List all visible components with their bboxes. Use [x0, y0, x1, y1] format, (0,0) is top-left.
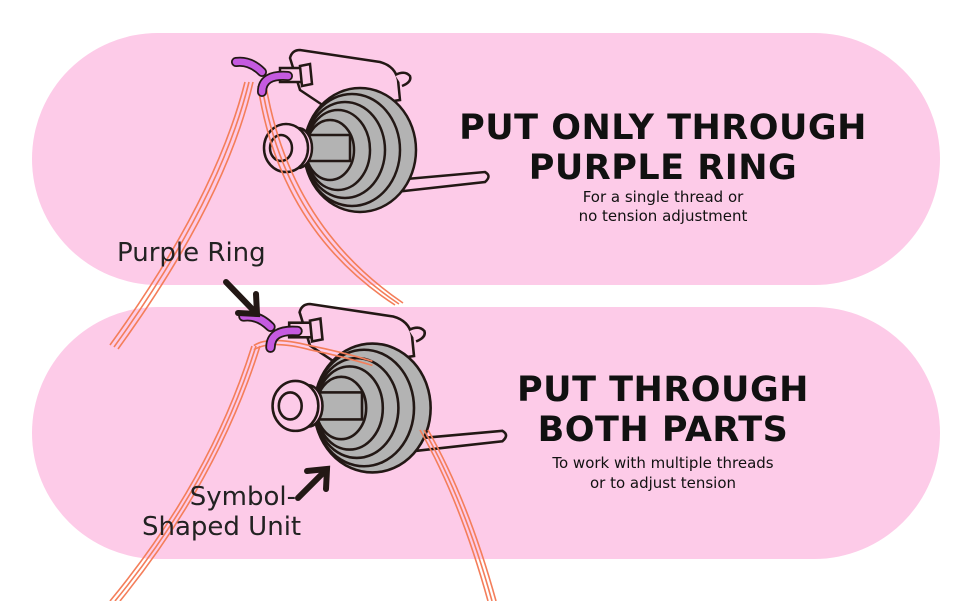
arrow-to-purple-ring: [223, 279, 261, 318]
unit-label-line2: Shaped Unit: [142, 512, 302, 542]
bottom-heading-line2: BOTH PARTS: [537, 410, 789, 450]
purple-ring-bottom: [243, 316, 297, 347]
tension-unit-top: [109, 48, 490, 350]
bottom-sub-line2: or to adjust tension: [589, 474, 737, 492]
panel-top: [32, 33, 940, 285]
thread-bottom: [109, 345, 497, 601]
bottom-heading-line1: PUT THROUGH: [517, 370, 809, 410]
thread-top: [109, 81, 404, 350]
top-sub-line1: For a single thread or: [582, 188, 744, 206]
bottom-sub-line1: To work with multiple threads: [552, 454, 774, 472]
arrow-to-unit: [295, 465, 331, 501]
top-sub-line2: no tension adjustment: [578, 207, 748, 225]
unit-label-line1: Symbol-: [189, 482, 296, 512]
purple-ring-label: Purple Ring: [117, 238, 266, 268]
top-heading-line2: PURPLE RING: [528, 148, 798, 188]
tension-unit-bottom: [243, 302, 508, 474]
top-heading-line1: PUT ONLY THROUGH: [459, 108, 867, 148]
